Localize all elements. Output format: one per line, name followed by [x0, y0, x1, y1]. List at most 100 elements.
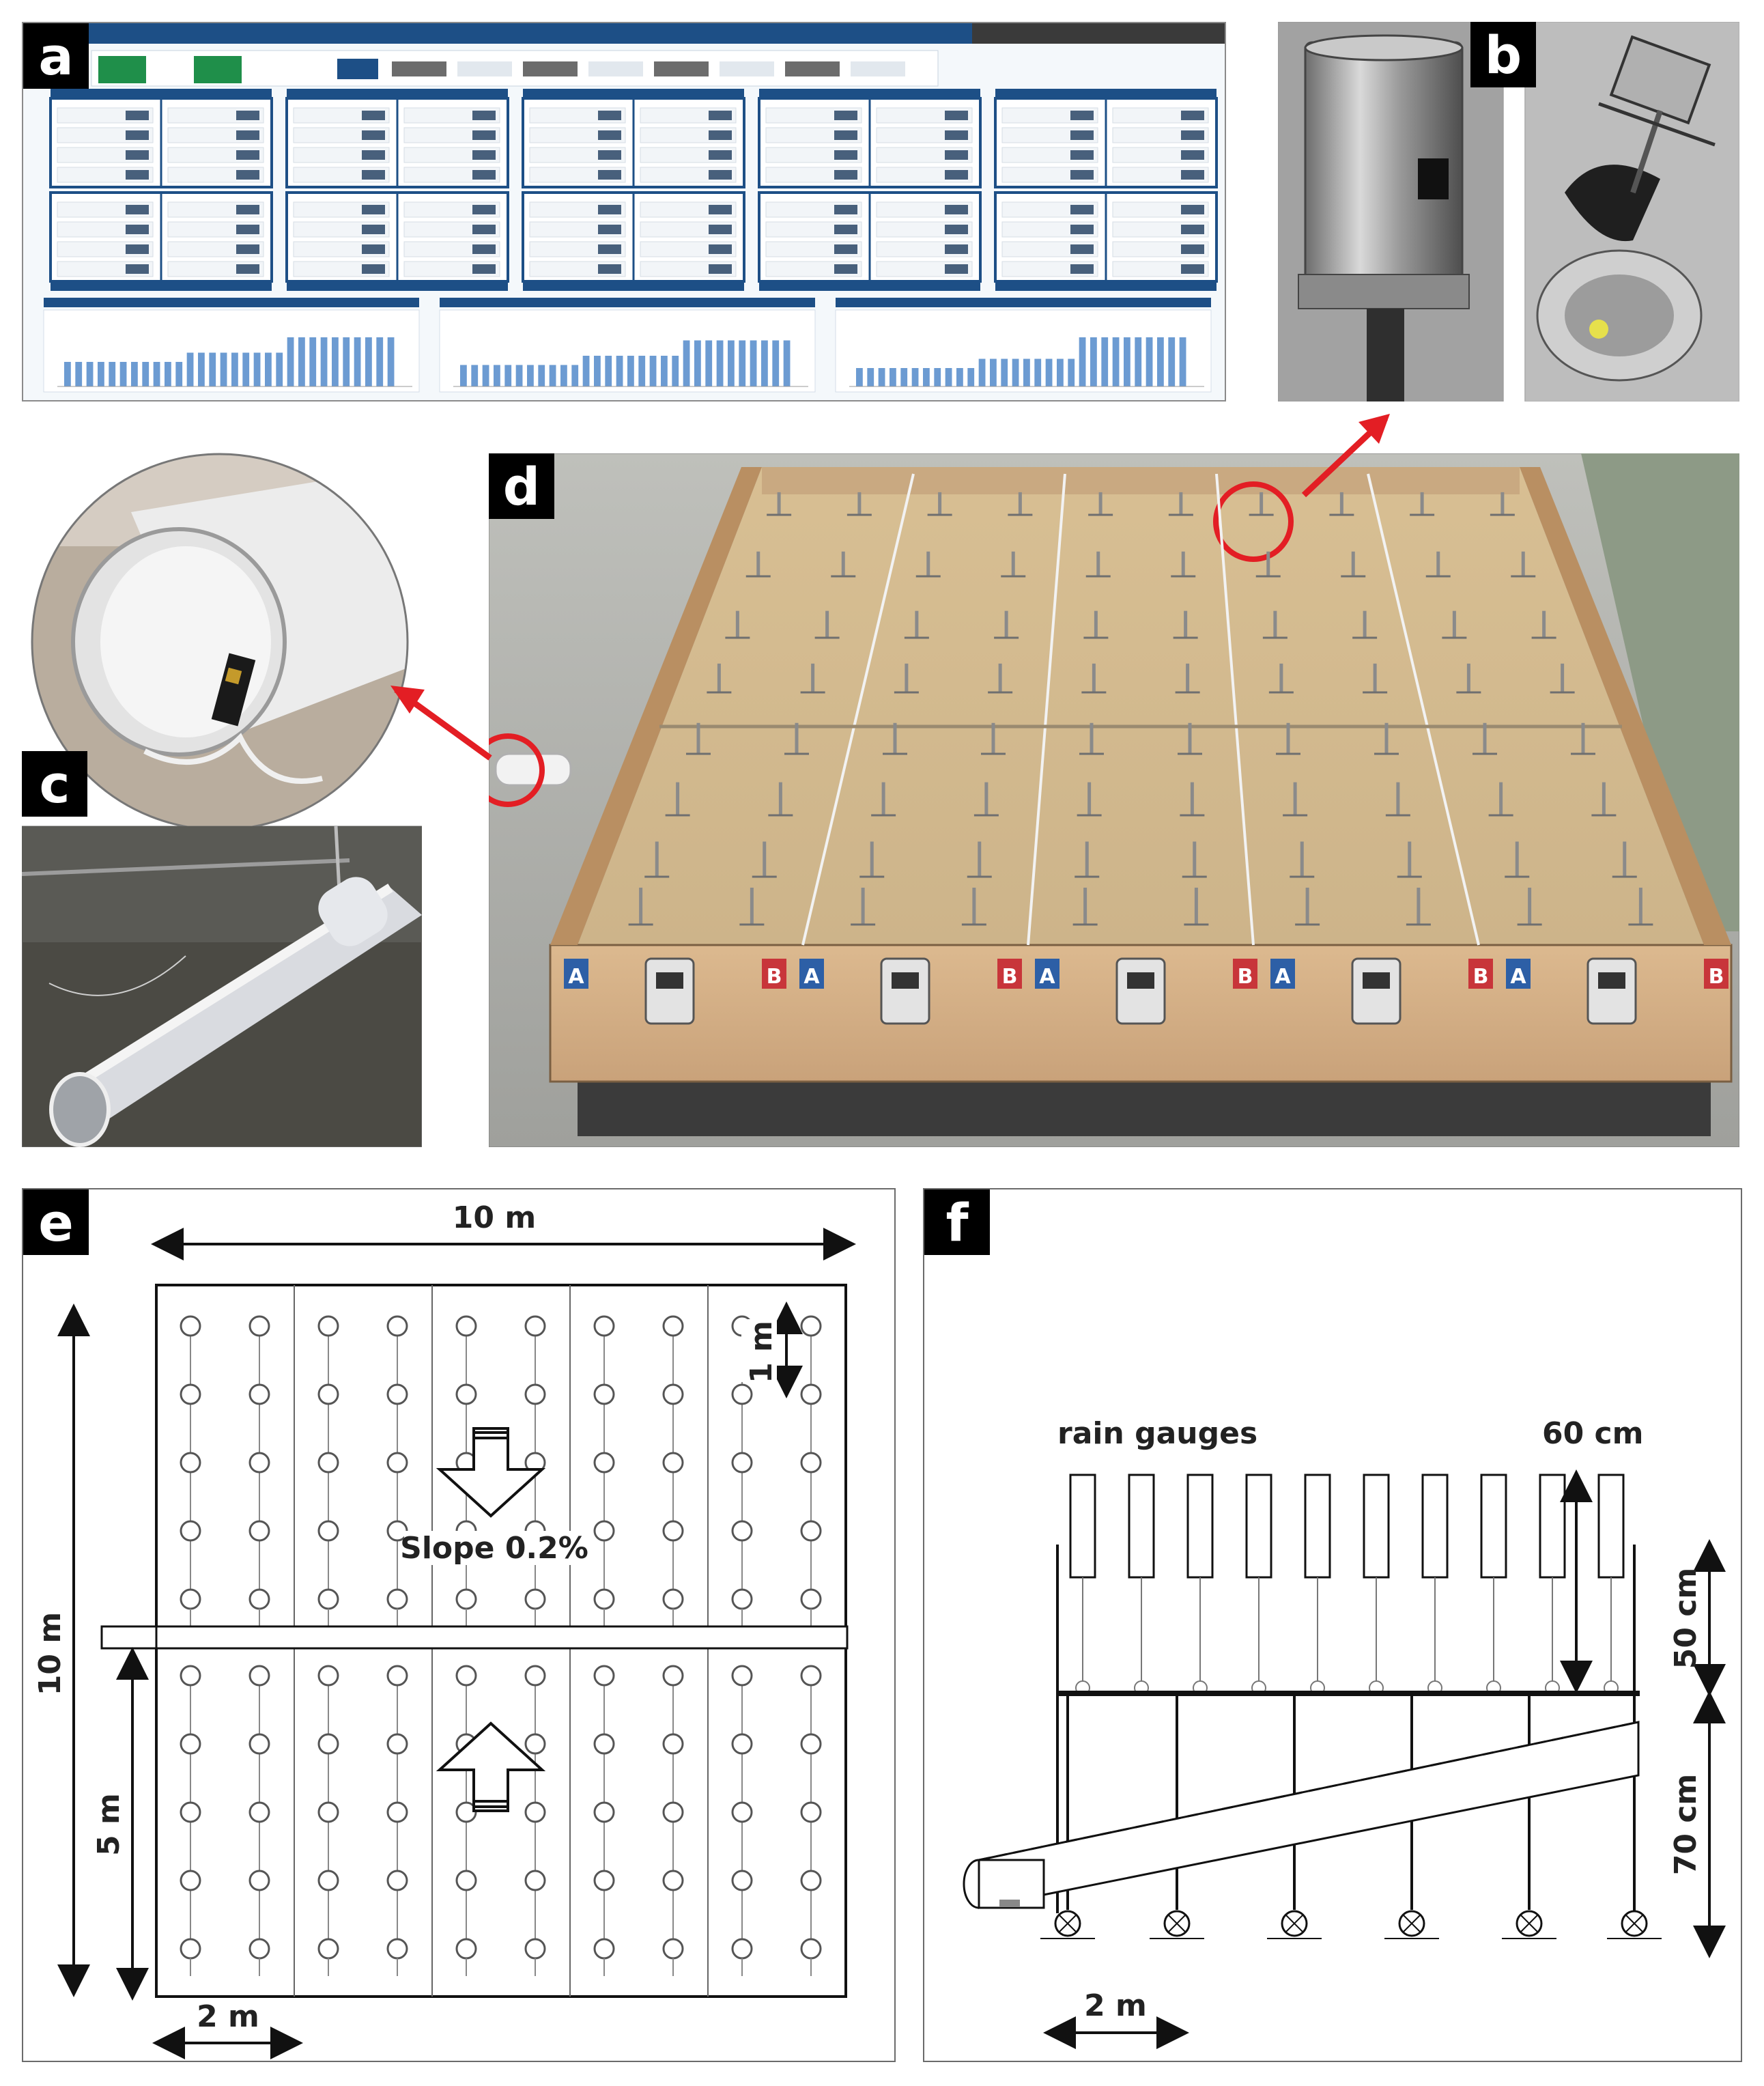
rain-gauge-marker [180, 1665, 201, 1687]
chart-bar [1101, 337, 1109, 386]
rain-gauge-marker [593, 1315, 615, 1337]
logger-box [1351, 957, 1402, 1025]
logger-box [1587, 957, 1637, 1025]
box-tag [1468, 959, 1493, 989]
chart-bar [1146, 337, 1153, 386]
chart-bar [705, 340, 713, 386]
rain-gauge-marker [386, 1665, 408, 1687]
chart-bar [332, 337, 339, 386]
plan-view-diagram: 10 m 10 m 5 m 1 m Slope 0.2% 2 m [33, 1200, 856, 2059]
chart-bar [1079, 337, 1086, 386]
chart-bar [343, 337, 350, 386]
chart-bar [186, 352, 194, 386]
chart-bar [911, 368, 919, 386]
rain-gauge-marker [248, 1452, 270, 1474]
chart-bar [98, 362, 104, 386]
chart-bar [471, 365, 479, 386]
logger-box [1115, 957, 1166, 1025]
chart-bar [515, 365, 523, 386]
chart-bar [494, 365, 500, 386]
rain-gauge-marker [800, 1315, 822, 1337]
chart-bar [934, 368, 941, 386]
rain-gauge-marker [248, 1801, 270, 1823]
rain-gauge-marker [317, 1315, 339, 1337]
chart-bar [482, 365, 489, 386]
lower-height-label: 70 cm [1668, 1774, 1703, 1875]
rain-gauge-marker [731, 1588, 753, 1610]
logger-box [880, 957, 930, 1025]
rain-gauge-marker [662, 1452, 684, 1474]
box-tag-label: B [767, 965, 782, 989]
box-tag-label: A [568, 965, 584, 989]
chart-bar [694, 340, 701, 386]
rain-gauge-marker [524, 1733, 546, 1755]
chart-bar [582, 356, 590, 386]
chart-bar [131, 362, 138, 386]
chart-bar [253, 352, 261, 386]
rain-gauge-marker [731, 1665, 753, 1687]
rain-gauge-marker [180, 1383, 201, 1405]
panel-a-label: a [23, 23, 89, 89]
chart-bar [900, 368, 908, 386]
box-tag [762, 959, 786, 989]
chart-bar [1068, 358, 1075, 386]
rain-gauge-marker [662, 1870, 684, 1891]
rain-gauge-side [1186, 1474, 1214, 1579]
chart-bar [365, 337, 372, 386]
dim-left-label: 10 m [33, 1612, 68, 1695]
rain-gauge-marker [455, 1588, 477, 1610]
rain-gauge-marker [524, 1588, 546, 1610]
rain-gauge-marker [731, 1870, 753, 1891]
slope-label: Slope 0.2% [400, 1531, 588, 1566]
chart-bar [1124, 337, 1130, 386]
chart-bar [750, 340, 757, 386]
chart-bar [594, 356, 601, 386]
rain-gauge-side [1069, 1474, 1096, 1579]
rain-gauge-marker [317, 1588, 339, 1610]
box-tag [799, 959, 824, 989]
rain-gauge-marker [317, 1665, 339, 1687]
side-view-diagram: rain gauges 60 cm 50 cm 70 cm 2 m [963, 1416, 1726, 2049]
chart-bar [605, 356, 612, 386]
chart-bar [165, 362, 171, 386]
chart-bar [1135, 337, 1142, 386]
chart-bar [616, 356, 623, 386]
rain-gauge-marker [455, 1938, 477, 1960]
chart-bar [878, 368, 885, 386]
rain-gauge-marker [386, 1452, 408, 1474]
rain-gauge-marker [386, 1315, 408, 1337]
panel-e-label: e [23, 1189, 89, 1255]
dim-top-label: 10 m [453, 1200, 536, 1235]
rain-gauge-marker [317, 1801, 339, 1823]
rain-gauges-label: rain gauges [1057, 1416, 1257, 1451]
chart-bar [527, 365, 534, 386]
box-tag-label: A [803, 965, 820, 989]
chart-bar [175, 362, 183, 386]
rain-gauge-side [1539, 1474, 1566, 1579]
rain-gauge-side [1304, 1474, 1331, 1579]
rain-gauge-side [1245, 1474, 1272, 1579]
rain-gauge-marker [386, 1938, 408, 1960]
rain-gauge-marker [731, 1452, 753, 1474]
chart-bar [538, 365, 545, 386]
rain-gauge-marker [386, 1588, 408, 1610]
chart-bar [945, 368, 952, 386]
chart-bar [142, 362, 150, 386]
rain-gauge-marker [800, 1588, 822, 1610]
rain-gauge-marker [455, 1315, 477, 1337]
box-tag-label: A [1275, 965, 1291, 989]
chart-bar [1057, 358, 1064, 386]
rain-gauge-side [1597, 1474, 1625, 1579]
rain-gauge-marker [662, 1520, 684, 1542]
rain-gauge-marker [800, 1520, 822, 1542]
rain-gauge-marker [180, 1938, 201, 1960]
rain-gauge-marker [800, 1938, 822, 1960]
chart-bar [287, 337, 294, 386]
box-tag [1270, 959, 1295, 989]
rain-gauge-marker [317, 1452, 339, 1474]
dim-bottom-label-f: 2 m [1084, 1988, 1147, 2023]
rain-gauge-marker [800, 1733, 822, 1755]
rain-gauge-marker [386, 1870, 408, 1891]
rain-gauge-side [1480, 1474, 1507, 1579]
rain-gauge-marker [248, 1938, 270, 1960]
